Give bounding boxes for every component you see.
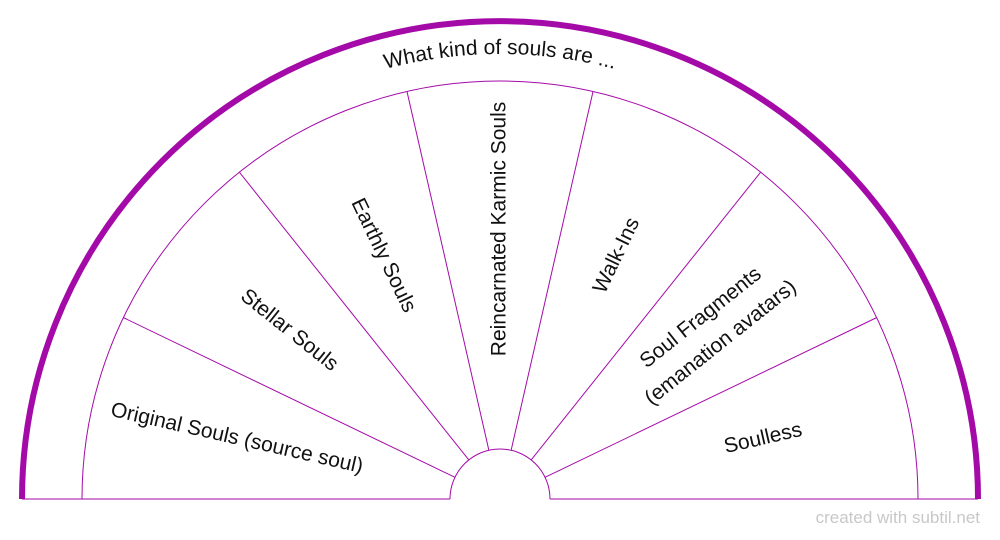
segment-label-line: Walk-Ins (588, 214, 644, 297)
segment-labels: Original Souls (source soul) Stellar Soul… (109, 102, 805, 478)
segment-label: Soulless (722, 418, 805, 458)
segment-label: Stellar Souls (236, 284, 343, 375)
segment-label: Soul Fragments(emanation avatars) (635, 262, 800, 409)
segment-label: Reincarnated Karmic Souls (488, 102, 511, 356)
chart-title: What kind of souls are ... (381, 36, 618, 74)
divider-line (238, 171, 470, 461)
segment-label: Original Souls (source soul) (109, 398, 366, 478)
divider-line (406, 91, 490, 451)
divider-line (544, 317, 877, 478)
segment-label-line: Soulless (722, 418, 805, 458)
segment-label: Walk-Ins (588, 214, 644, 297)
divider-line (530, 171, 762, 461)
segment-label-line: Stellar Souls (236, 284, 343, 375)
divider-lines (123, 91, 877, 478)
segment-label: Earthly Souls (347, 195, 421, 316)
segment-label-line: Original Souls (source soul) (109, 398, 366, 478)
divider-line (510, 91, 594, 451)
inner-arc (81, 80, 919, 500)
credit-text: created with subtil.net (815, 508, 980, 527)
center-hub (449, 448, 551, 500)
segment-label-line: Reincarnated Karmic Souls (488, 102, 511, 356)
outer-arc (19, 18, 981, 500)
segment-label-line: Earthly Souls (347, 195, 421, 316)
divider-line (123, 317, 456, 478)
